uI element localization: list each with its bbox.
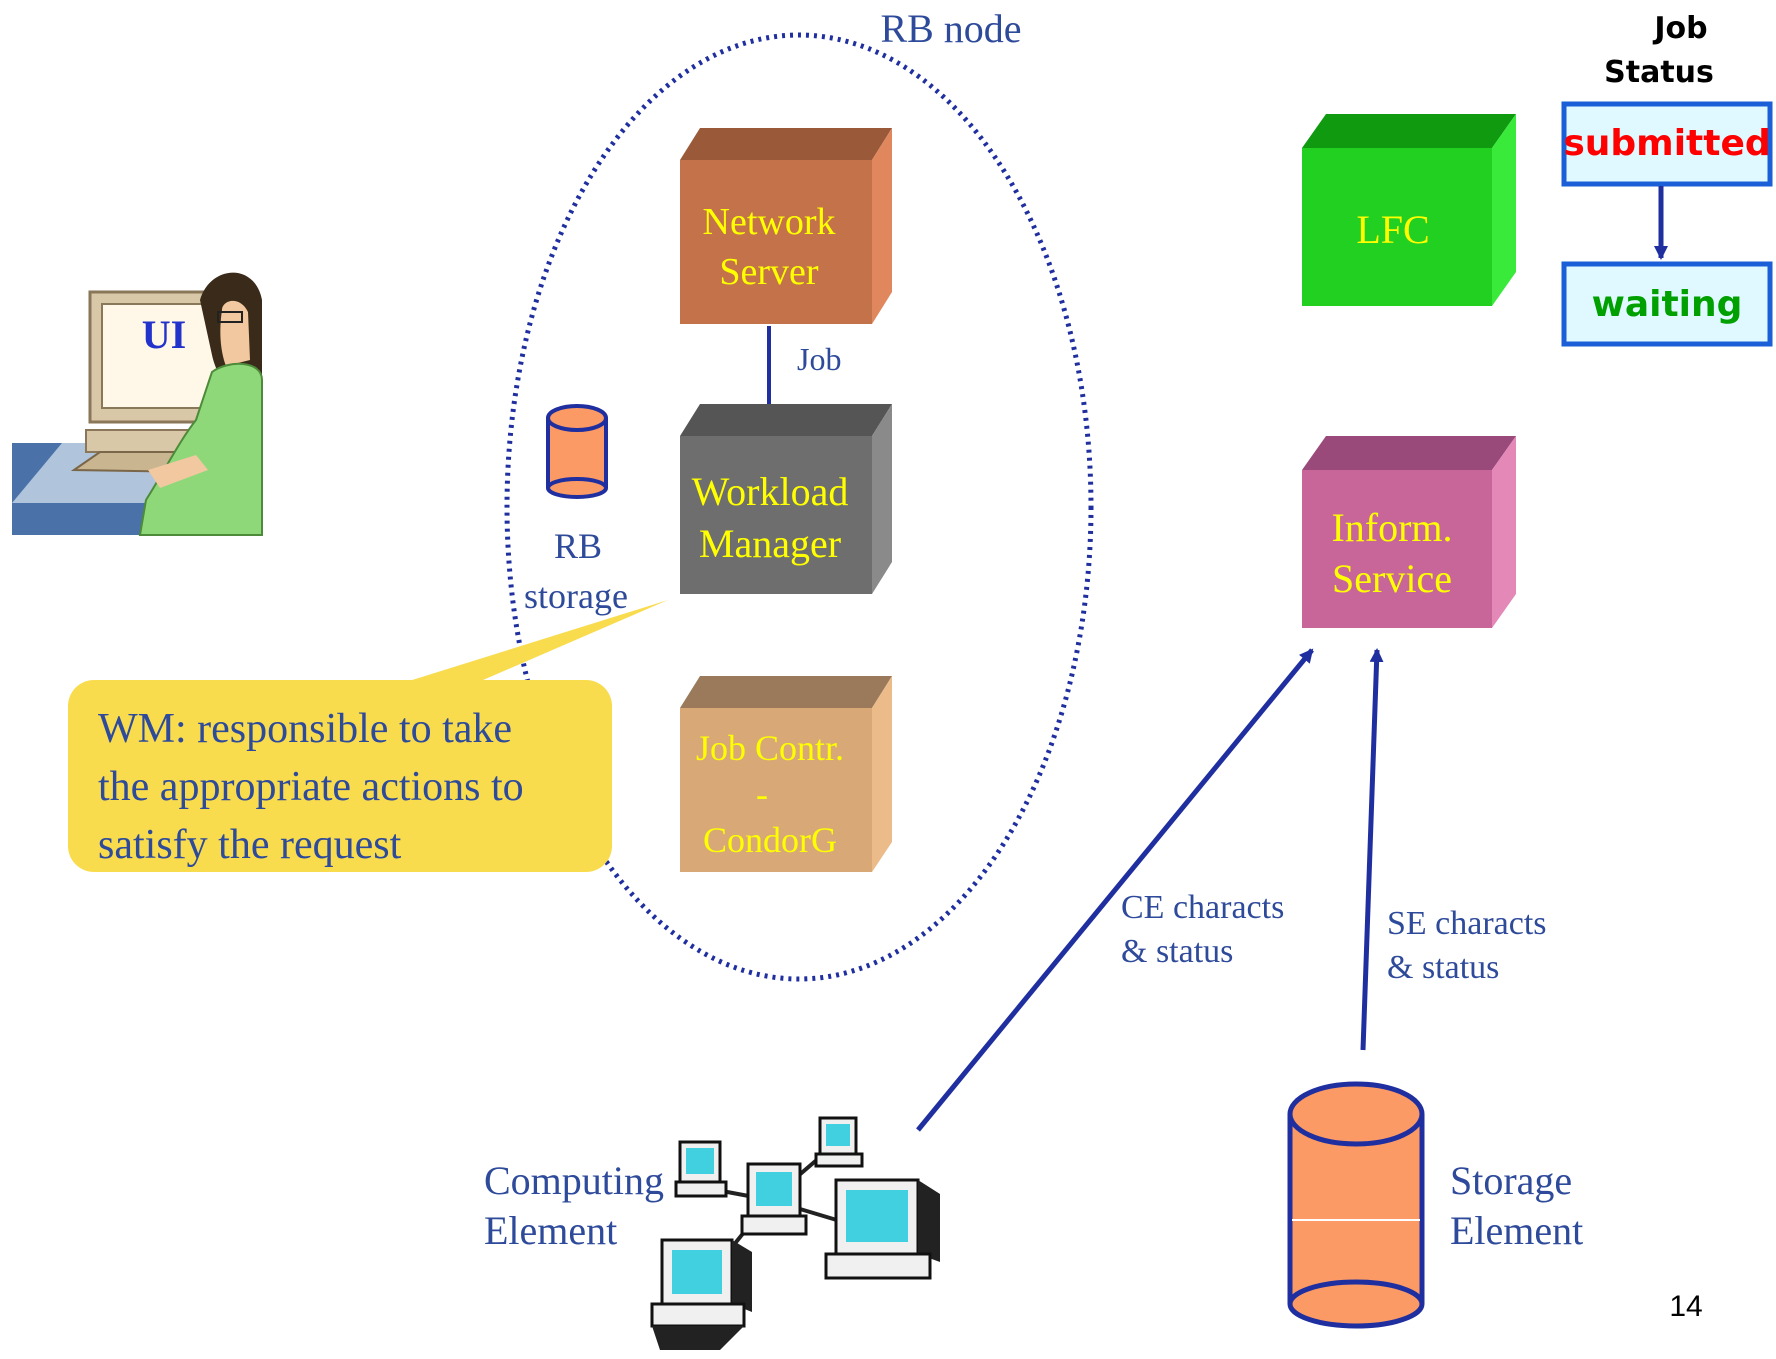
workload-manager-label-line1: Workload (692, 469, 849, 514)
se-status-arrow (1360, 648, 1384, 1051)
ce-arrow-label-line2: & status (1121, 933, 1233, 970)
inform-service-box: Inform. Service (1302, 436, 1516, 628)
rb-storage-cylinder-icon (546, 404, 608, 499)
rb-node-boundary (504, 32, 1094, 982)
inform-service-label-line1: Inform. (1331, 505, 1452, 550)
storage-element-label-line1: Storage (1450, 1158, 1572, 1203)
status-submitted-box: submitted (1561, 101, 1773, 187)
computer-icon (674, 1140, 728, 1198)
person-shirt-icon (138, 362, 263, 536)
job-controller-label-line1: Job Contr. (696, 728, 844, 768)
computer-icon (824, 1178, 940, 1280)
rb-node-label: RB node (880, 6, 1021, 51)
lfc-box: LFC (1302, 114, 1516, 306)
job-controller-label-line2: - (756, 774, 768, 814)
network-server-label-line1: Network (703, 201, 836, 243)
rb-storage-label-line2: storage (524, 576, 628, 616)
computer-icon (814, 1116, 864, 1168)
job-arrow-label: Job (797, 341, 841, 377)
inform-service-label-line2: Service (1332, 556, 1452, 601)
ui-label: UI (142, 312, 186, 357)
workload-manager-label-line2: Manager (699, 521, 841, 566)
network-server-label-line2: Server (719, 251, 819, 293)
ce-status-arrow (916, 648, 1314, 1132)
ui-workstation: UI (12, 272, 263, 536)
page-number: 14 (1669, 1290, 1702, 1323)
workload-manager-box: Workload Manager (680, 404, 892, 594)
storage-element-label-line2: Element (1450, 1208, 1583, 1253)
rb-storage-label-line1: RB (554, 526, 602, 566)
callout-line1: WM: responsible to take (98, 706, 512, 752)
job-status-title-line2: Status (1604, 55, 1714, 90)
se-arrow-label-line2: & status (1387, 949, 1499, 986)
job-controller-label-line3: CondorG (703, 820, 837, 860)
wm-callout: WM: responsible to take the appropriate … (68, 600, 668, 872)
storage-element-cylinder-icon (1287, 1081, 1425, 1329)
computer-icon (650, 1238, 752, 1350)
status-submitted-label: submitted (1563, 123, 1770, 164)
callout-line3: satisfy the request (98, 822, 402, 868)
computing-element-icon (650, 1116, 940, 1350)
computing-element-label-line1: Computing (484, 1158, 664, 1203)
status-waiting-box: waiting (1561, 261, 1773, 347)
computing-element-label-line2: Element (484, 1208, 617, 1253)
computer-icon (740, 1162, 808, 1236)
network-server-box: Network Server (680, 128, 892, 324)
job-status-title-line1: Job (1652, 11, 1707, 46)
callout-line2: the appropriate actions to (98, 764, 524, 810)
se-arrow-label-line1: SE characts (1387, 905, 1547, 942)
ce-arrow-label-line1: CE characts (1121, 889, 1284, 926)
status-waiting-label: waiting (1592, 284, 1743, 325)
lfc-label: LFC (1356, 207, 1429, 252)
job-controller-box: Job Contr. - CondorG (680, 676, 892, 872)
